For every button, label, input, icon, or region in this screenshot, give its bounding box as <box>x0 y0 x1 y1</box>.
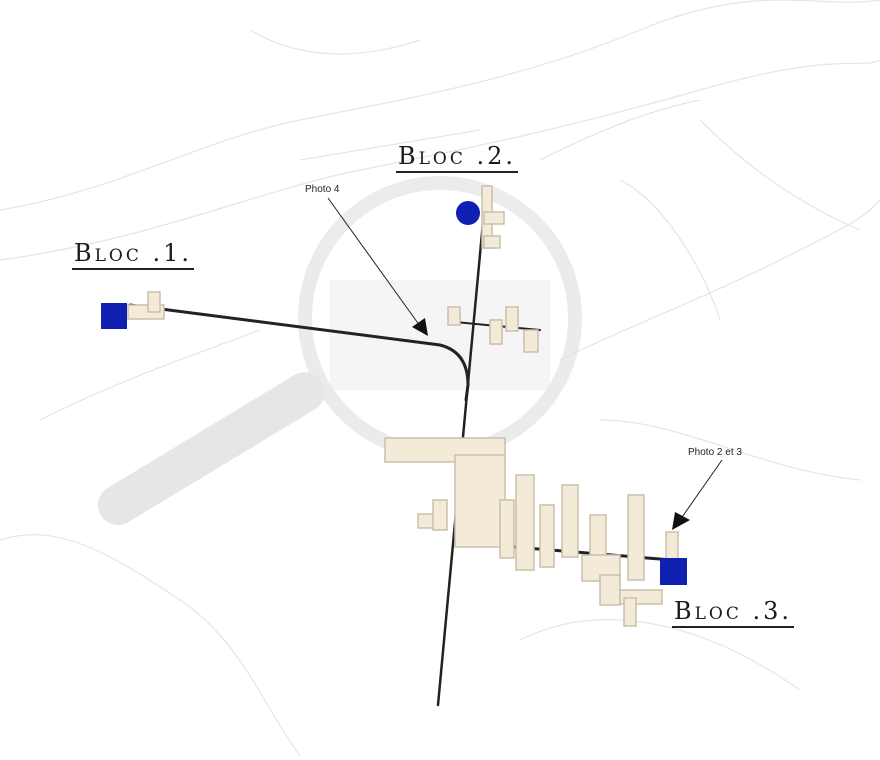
circle-marker-icon <box>456 201 480 225</box>
bloc3-building <box>384 437 506 463</box>
photo4-pointer-line <box>327 197 421 327</box>
bloc3-label: Bloc .3. <box>672 598 795 628</box>
square-marker-icon <box>101 303 127 329</box>
blocks <box>127 185 679 627</box>
photo-pointers <box>327 197 723 530</box>
photo23-pointer-line <box>679 459 723 521</box>
photo23-arrowhead-icon <box>672 512 690 530</box>
entrance-markers <box>101 201 687 585</box>
square-marker-icon <box>660 558 687 585</box>
photo4-arrowhead-icon <box>412 318 428 336</box>
bloc2-label: Bloc .2. <box>396 143 519 173</box>
magnifying-glass-icon <box>98 176 582 525</box>
photo23-label: Photo 2 et 3 <box>688 447 742 458</box>
bloc1-label: Bloc .1. <box>72 240 195 270</box>
photo4-label: Photo 4 <box>305 184 340 195</box>
background-map-roads <box>299 99 701 161</box>
